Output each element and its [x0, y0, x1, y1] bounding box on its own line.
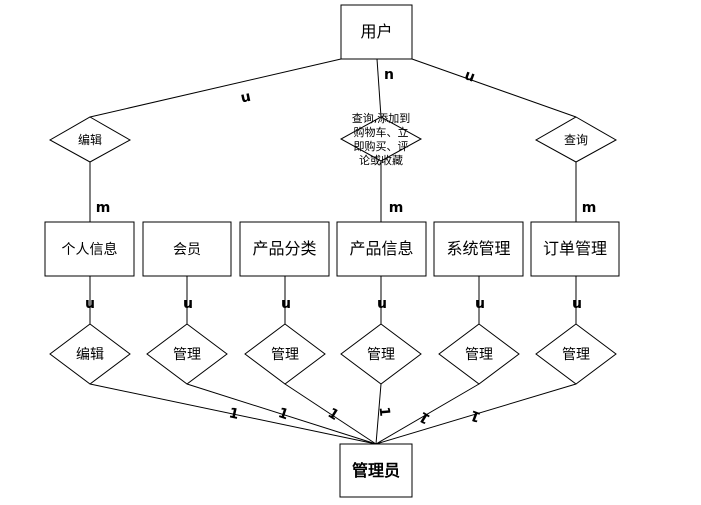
entity-user: 用户: [340, 4, 413, 60]
actions-line-2: 购物车、立: [354, 125, 409, 139]
card-n-personal-edit: n: [85, 296, 95, 312]
entity-user-label: 用户: [360, 22, 392, 41]
entity-system-management: 系统管理: [433, 221, 524, 277]
entity-order-management: 订单管理: [530, 221, 620, 277]
card-n-user-edit: n: [239, 89, 252, 107]
entity-personal-info: 个人信息: [44, 221, 135, 277]
card-n-category-manage: n: [281, 296, 291, 312]
entity-product-info: 产品信息: [336, 221, 427, 277]
entity-product-category: 产品分类: [239, 221, 330, 277]
card-1-manage4-admin: 1: [417, 408, 434, 427]
entity-member: 会员: [142, 221, 232, 277]
actions-line-1: 查询,添加到: [352, 111, 411, 125]
line-user-edit: [89, 58, 342, 118]
relationship-manage-product-label: 管理: [367, 347, 395, 363]
actions-line-3: 即购买、评: [354, 139, 409, 153]
card-n-user-actions: n: [384, 67, 394, 83]
card-n-product-manage: n: [377, 296, 387, 312]
line-user-query: [411, 58, 577, 118]
entity-system-management-label: 系统管理: [446, 239, 510, 258]
relationship-manage-order: 管理: [535, 323, 617, 385]
relationship-bottom-edit: 编辑: [49, 323, 131, 385]
relationship-top-actions: 查询,添加到 购物车、立 即购买、评 论或收藏: [339, 111, 423, 167]
entity-admin-label: 管理员: [352, 461, 400, 480]
entity-personal-info-label: 个人信息: [62, 241, 118, 258]
entity-admin: 管理员: [339, 443, 413, 498]
line-user-actions: [376, 58, 382, 118]
card-m-order: m: [582, 200, 597, 216]
line-manage2-admin: [284, 383, 377, 445]
line-manage1-admin: [186, 383, 377, 445]
card-m-personal: m: [96, 200, 111, 216]
line-edit2-admin: [89, 383, 377, 445]
relationship-manage-product: 管理: [340, 323, 422, 385]
line-manage4-admin: [375, 383, 480, 445]
line-manage3-admin: [375, 383, 382, 445]
card-n-user-query: n: [462, 68, 477, 86]
card-1-manage2-admin: 1: [325, 405, 342, 424]
entity-order-management-label: 订单管理: [543, 239, 607, 258]
card-n-order-manage: n: [572, 296, 582, 312]
relationship-top-query: 查询: [534, 116, 618, 163]
actions-line-4: 论或收藏: [359, 153, 403, 167]
relationship-top-edit: 编辑: [48, 116, 132, 163]
card-1-edit-admin: 1: [227, 405, 240, 423]
relationship-manage-member-label: 管理: [173, 347, 201, 363]
card-1-manage1-admin: 1: [276, 405, 290, 423]
entity-member-label: 会员: [173, 242, 201, 258]
card-n-system-manage: n: [475, 296, 485, 312]
relationship-manage-member: 管理: [146, 323, 228, 385]
relationship-top-edit-label: 编辑: [78, 132, 102, 147]
entity-product-category-label: 产品分类: [252, 239, 316, 258]
relationship-manage-system: 管理: [438, 323, 520, 385]
card-1-manage3-admin: 1: [376, 406, 393, 417]
relationship-bottom-edit-label: 编辑: [76, 347, 104, 363]
relationship-manage-system-label: 管理: [465, 347, 493, 363]
relationship-manage-order-label: 管理: [562, 347, 590, 363]
card-n-member-manage: n: [183, 296, 193, 312]
line-manage5-admin: [375, 383, 577, 445]
relationship-manage-category: 管理: [244, 323, 326, 385]
connectors: [89, 58, 577, 445]
card-1-manage5-admin: 1: [468, 407, 483, 425]
card-m-product: m: [389, 200, 404, 216]
relationship-manage-category-label: 管理: [271, 347, 299, 363]
relationship-top-query-label: 查询: [564, 133, 588, 147]
entity-product-info-label: 产品信息: [349, 239, 413, 258]
